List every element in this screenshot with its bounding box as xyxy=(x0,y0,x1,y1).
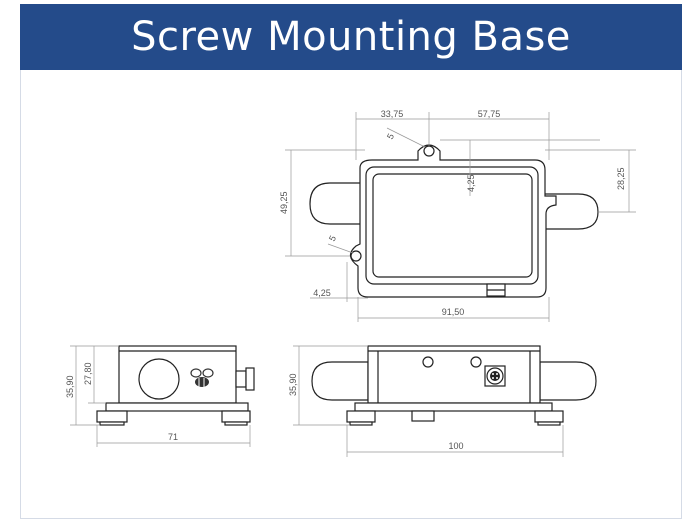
dim-left-height: 49,25 xyxy=(279,191,289,214)
side-foot-left xyxy=(96,410,128,423)
front-foot-left xyxy=(346,410,376,423)
side-body xyxy=(118,345,237,404)
dim-front-height: 35,90 xyxy=(288,373,298,396)
top-view: 33,75 57,75 5 4,25 28,25 49,25 5 4,25 91… xyxy=(279,109,636,322)
leader-hole-bottom xyxy=(327,243,354,254)
dim-bottom-offset: 4,25 xyxy=(313,288,331,298)
dim-side-body: 27,80 xyxy=(83,362,93,385)
left-gland xyxy=(309,182,366,225)
side-foot-pad-left xyxy=(99,421,125,426)
front-foot-pad-right xyxy=(537,421,561,426)
dim-overall-width: 91,50 xyxy=(442,307,465,317)
base-outline xyxy=(349,144,557,298)
side-base xyxy=(105,402,249,412)
front-vent-hole-2 xyxy=(470,356,482,368)
side-foot-right xyxy=(221,410,251,423)
dim-side-total: 35,90 xyxy=(65,375,75,398)
side-connector xyxy=(235,370,247,388)
drawing-frame xyxy=(20,4,682,519)
front-foot-mid xyxy=(411,410,435,422)
front-foot-pad-left xyxy=(349,421,373,426)
bee-logo-icon xyxy=(190,368,214,387)
front-view: 35,90 100 xyxy=(288,345,597,457)
dim-hole-top: 5 xyxy=(385,132,396,141)
side-connector-nut xyxy=(245,367,255,391)
leader-hole-top xyxy=(386,127,426,148)
dim-top-right: 57,75 xyxy=(478,109,501,119)
side-view: 35,90 27,80 71 xyxy=(65,345,255,447)
dim-center-offset: 4,25 xyxy=(466,174,476,192)
page-title: Screw Mounting Base xyxy=(131,14,571,60)
dim-right-height: 28,25 xyxy=(616,167,626,190)
title-bar: Screw Mounting Base xyxy=(20,4,682,70)
side-gland-circle xyxy=(138,358,180,400)
dim-hole-bottom: 5 xyxy=(327,234,338,243)
front-connector-icon xyxy=(484,365,506,387)
front-gland-right xyxy=(539,361,597,401)
enclosure-outer xyxy=(365,166,539,285)
enclosure-lid xyxy=(372,173,533,278)
dim-top-left: 33,75 xyxy=(381,109,404,119)
mounting-hole-bottom xyxy=(350,250,362,262)
front-base xyxy=(354,402,553,412)
front-gland-left xyxy=(311,361,369,401)
front-vent-hole-1 xyxy=(422,356,434,368)
dim-side-width: 71 xyxy=(168,432,178,442)
side-foot-pad-right xyxy=(224,421,248,426)
dim-front-width: 100 xyxy=(448,441,463,451)
front-body xyxy=(367,345,541,404)
front-foot-right xyxy=(534,410,564,423)
